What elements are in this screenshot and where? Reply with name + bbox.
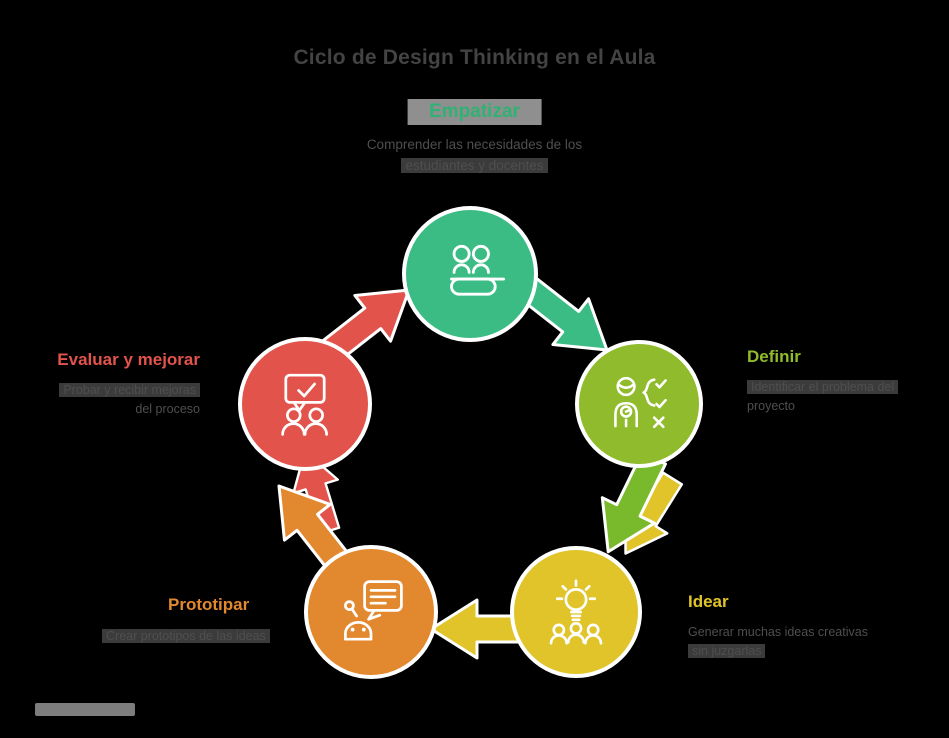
stage-block-idear: Idear Generar muchas ideas creativas sin…: [688, 592, 868, 662]
diagram-title: Ciclo de Design Thinking en el Aula: [293, 46, 656, 69]
stage-desc-empatizar-line1: Comprender las necesidades de los: [366, 137, 583, 152]
stage-label-idear: Idear: [688, 592, 729, 611]
stage-desc-prototipar: Crear prototipos de las ideas: [102, 629, 270, 643]
stage-circle-idear: [510, 546, 642, 678]
stage-circle-definir: [575, 340, 703, 468]
stage-label-empatizar: Empatizar: [407, 99, 542, 125]
team-table-icon: [450, 244, 506, 296]
stage-circle-prototipar: [304, 545, 438, 679]
person-checklist-icon: [614, 376, 667, 429]
stage-desc-definir-line1: Identificar el problema del: [747, 380, 899, 394]
stage-desc-definir-line2: proyecto: [747, 399, 795, 414]
stage-desc-evaluar: Probar y recibir mejoras del proceso: [0, 381, 200, 420]
stage-desc-idear: Generar muchas ideas creativas sin juzga…: [688, 623, 868, 662]
feedback-check-icon: [281, 373, 328, 436]
stage-desc-definir: Identificar el problema del proyecto: [747, 378, 899, 417]
robot-chat-icon: [344, 580, 403, 641]
stage-circle-evaluar: [238, 337, 372, 471]
stage-desc-evaluar-line1: Probar y recibir mejoras: [59, 383, 200, 397]
lightbulb-group-icon: [549, 579, 603, 645]
watermark-bar: [35, 703, 135, 716]
stage-label-prototipar: Prototipar: [168, 595, 250, 614]
stage-desc-idear-line1: Generar muchas ideas creativas: [688, 625, 868, 639]
stage-label-evaluar: Evaluar y mejorar: [57, 350, 200, 369]
stage-desc-idear-line2: sin juzgarlas: [688, 644, 766, 659]
stage-block-evaluar: Evaluar y mejorar Probar y recibir mejor…: [0, 350, 200, 420]
stage-label-definir: Definir: [747, 347, 801, 366]
stage-desc-empatizar-line2: estudiantes y docentes: [401, 157, 548, 173]
stage-circle-empatizar: [402, 206, 538, 342]
stage-block-definir: Definir Identificar el problema del proy…: [747, 347, 899, 417]
stage-desc-evaluar-line2: del proceso: [135, 402, 200, 417]
stage-desc-empatizar: Comprender las necesidades de los estudi…: [0, 135, 949, 177]
stage-desc-prototipar-line1: Crear prototipos de las ideas: [102, 629, 270, 643]
